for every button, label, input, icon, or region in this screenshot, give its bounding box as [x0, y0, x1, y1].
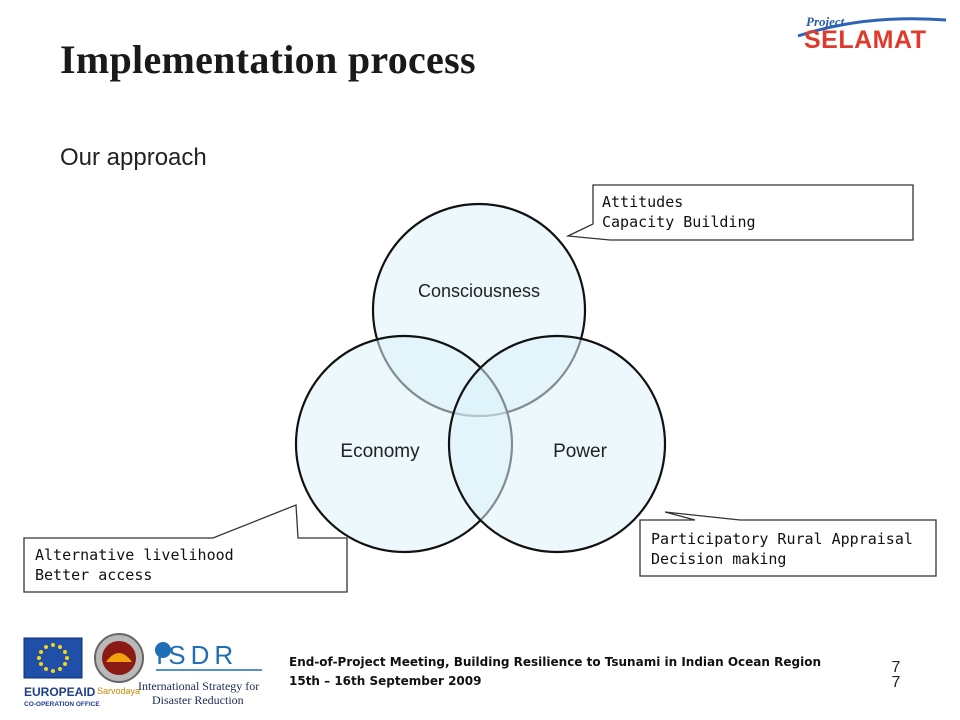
callout-box-attitudes: [565, 184, 914, 241]
page-number-digit: 7: [891, 659, 901, 676]
venn-label-power: Power: [553, 441, 608, 462]
callout-participatory-line2: Decision making: [651, 550, 787, 568]
page-number: 7 7: [889, 659, 903, 691]
sarvodaya-text: Sarvodaya: [97, 686, 141, 696]
page-number-digit-repeat: 7: [891, 674, 901, 691]
logo-swoosh: [797, 17, 947, 38]
eu-stars: [37, 643, 69, 673]
callout-attitudes-line1: Attitudes: [602, 193, 684, 211]
callout-livelihood: Alternative livelihood Better access: [35, 545, 234, 585]
callout-participatory-line1: Participatory Rural Appraisal: [651, 530, 913, 548]
venn-circle-power: [447, 334, 667, 554]
slide-subtitle: Our approach: [60, 144, 207, 171]
callout-box-participatory: [639, 511, 937, 577]
isdr-text: ISDR: [156, 640, 238, 670]
callout-livelihood-line2: Better access: [35, 566, 153, 584]
callout-attitudes: Attitudes Capacity Building: [602, 192, 756, 232]
europeaid-logo: EUROPEAID CO-OPERATION OFFICE: [23, 637, 100, 708]
venn-label-economy: Economy: [340, 441, 420, 462]
europeaid-subtext: CO-OPERATION OFFICE: [24, 701, 100, 708]
footer-logos: EUROPEAID CO-OPERATION OFFICE ISDR Inter…: [23, 633, 262, 708]
isdr-dot-icon: [155, 642, 171, 658]
slide-title: Implementation process: [60, 37, 476, 82]
callout-attitudes-line2: Capacity Building: [602, 213, 756, 231]
footer-line1: End-of-Project Meeting, Building Resilie…: [289, 655, 821, 669]
sarvodaya-sun: [106, 653, 132, 662]
footer-event-text: End-of-Project Meeting, Building Resilie…: [289, 653, 821, 691]
callout-livelihood-line1: Alternative livelihood: [35, 546, 234, 564]
europeaid-text: EUROPEAID: [24, 685, 96, 699]
logo-project-text: Project: [806, 14, 845, 29]
isdr-line2: Disaster Reduction: [152, 693, 244, 707]
footer-line2: 15th – 16th September 2009: [289, 674, 482, 688]
callout-box-livelihood: [23, 504, 348, 593]
venn-label-consciousness: Consciousness: [418, 281, 540, 301]
isdr-logo: ISDR International Strategy for Disaster…: [138, 640, 262, 707]
callout-participatory: Participatory Rural Appraisal Decision m…: [651, 529, 913, 569]
isdr-line1: International Strategy for: [138, 679, 259, 693]
sarvodaya-logo: [94, 633, 144, 683]
logo-selamat-text: SELAMAT: [804, 26, 926, 52]
project-selamat-logo: Project SELAMAT: [797, 14, 947, 52]
